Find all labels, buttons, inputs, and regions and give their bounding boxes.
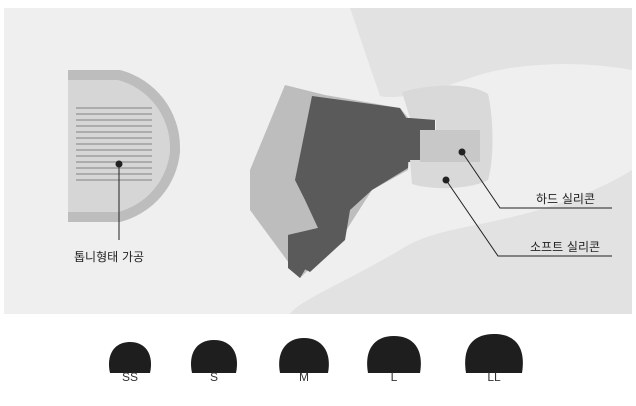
comb-groove-label: 톱니형태 가공 <box>74 248 144 265</box>
eartip-ss <box>109 342 151 373</box>
hard-silicone-label: 하드 실리콘 <box>536 190 595 207</box>
eartip-l <box>367 336 421 373</box>
eartip-s <box>191 340 237 373</box>
eartip-ll <box>465 334 523 373</box>
eartip-m <box>279 338 329 373</box>
size-label-ll: LL <box>464 370 524 384</box>
size-label-l: L <box>364 370 424 384</box>
size-label-s: S <box>184 370 244 384</box>
size-label-ss: SS <box>100 370 160 384</box>
size-label-m: M <box>274 370 334 384</box>
eartip-sizes <box>109 334 523 373</box>
soft-silicone-label: 소프트 실리콘 <box>530 238 600 255</box>
